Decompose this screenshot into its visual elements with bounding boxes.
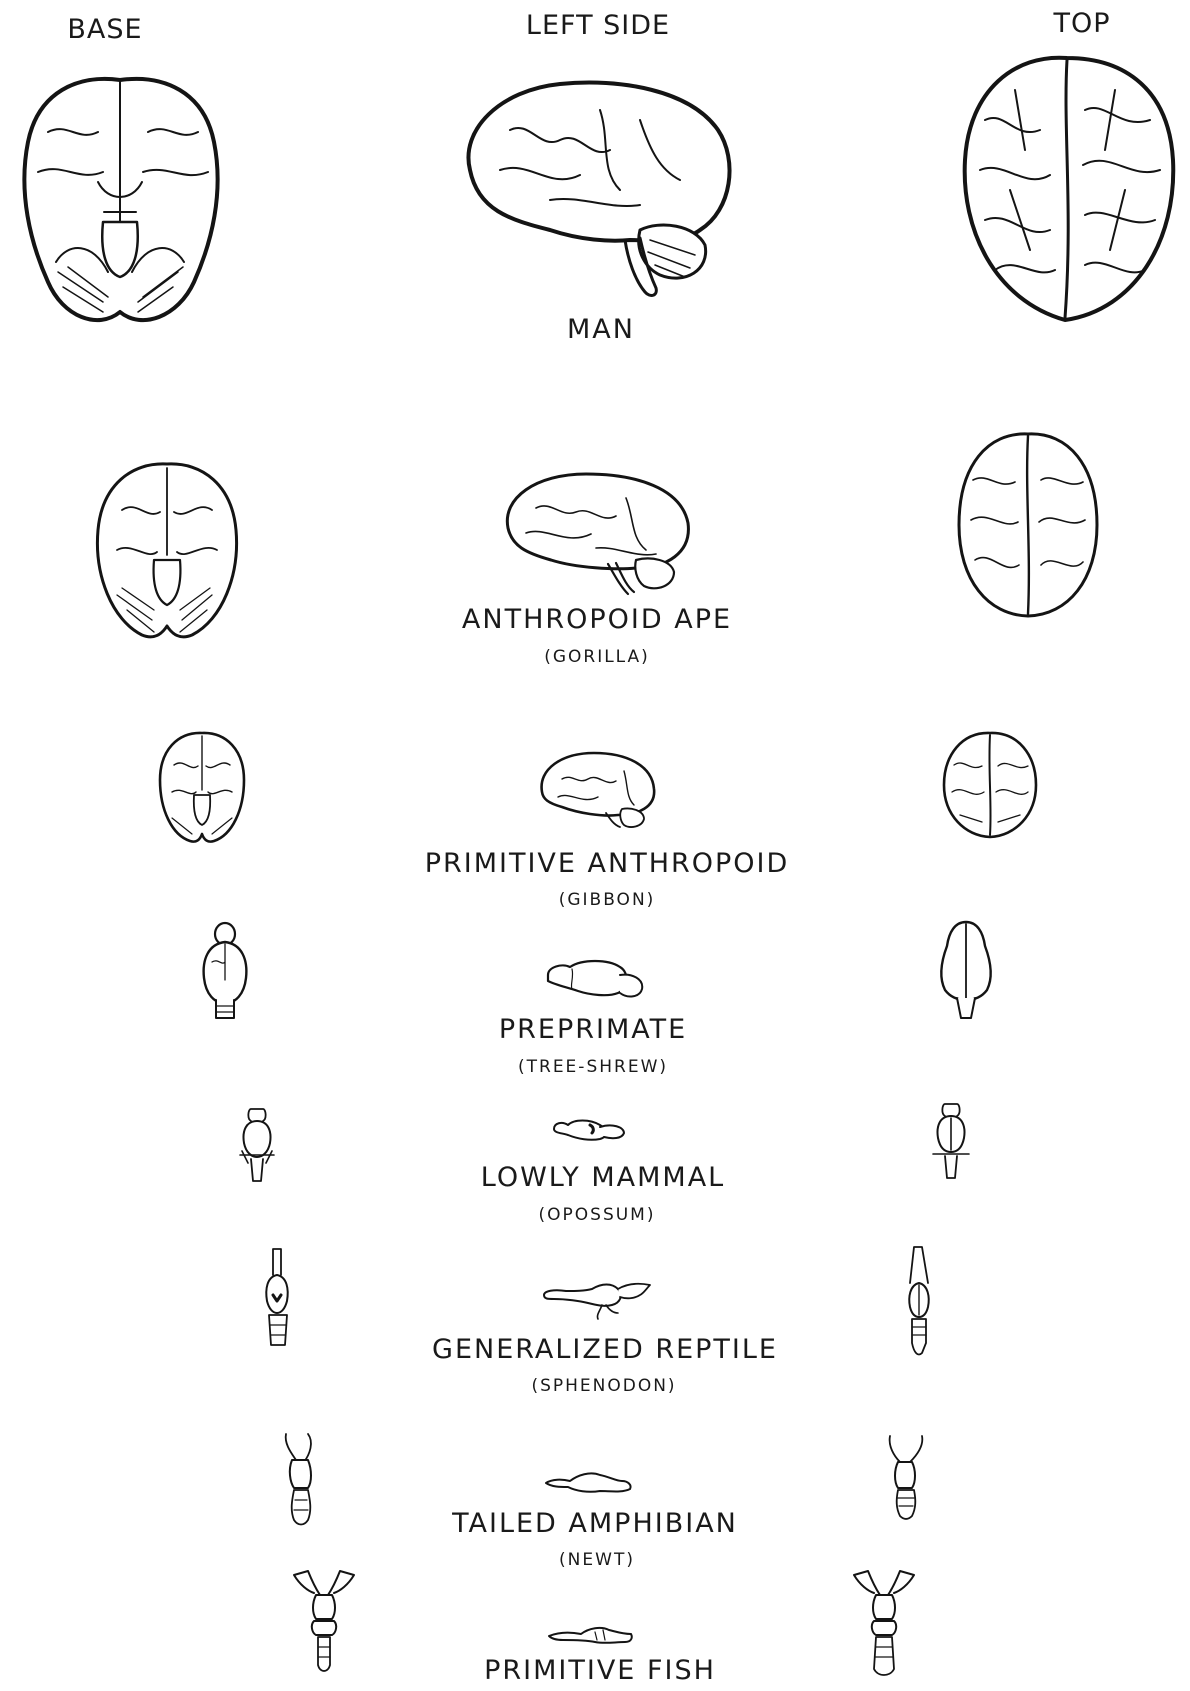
brain-top-view-icon [925, 1100, 977, 1182]
brain-side-view-icon [542, 955, 650, 1005]
species-label-primitive-fish: PRIMITIVE FISH [484, 1655, 716, 1686]
species-label-primitive-anthropoid: PRIMITIVE ANTHROPOID [425, 848, 790, 879]
brain-top-view-icon [955, 50, 1185, 330]
brain-base-view-icon [259, 1245, 299, 1353]
brain-side-view-icon [540, 1275, 664, 1323]
species-label-lowly-mammal: LOWLY MAMMAL [481, 1162, 725, 1193]
brain-top-view-icon [898, 1243, 940, 1363]
brain-base-view-icon [234, 1105, 280, 1185]
brain-base-view-icon [8, 72, 238, 332]
brain-base-view-icon [156, 730, 248, 845]
brain-side-view-icon [450, 70, 740, 300]
brain-base-view-icon [278, 1430, 328, 1530]
brain-top-view-icon [850, 1565, 918, 1681]
brain-side-view-icon [534, 747, 659, 832]
brain-side-view-icon [550, 1115, 630, 1145]
brain-top-view-icon [935, 918, 997, 1026]
species-example-gibbon: (GIBBON) [559, 890, 656, 910]
species-example-opossum: (OPOSSUM) [539, 1205, 656, 1225]
species-label-tailed-amphibian: TAILED AMPHIBIAN [452, 1508, 738, 1539]
brain-top-view-icon [880, 1432, 932, 1524]
species-label-preprimate: PREPRIMATE [499, 1014, 687, 1045]
brain-top-view-icon [953, 430, 1103, 620]
brain-base-view-icon [198, 920, 252, 1025]
column-header-left-side: LEFT SIDE [526, 10, 670, 41]
brain-base-view-icon [92, 460, 242, 640]
column-header-top: TOP [1053, 8, 1110, 39]
species-example-sphenodon: (SPHENODON) [531, 1376, 676, 1396]
species-example-gorilla: (GORILLA) [544, 647, 650, 667]
brain-top-view-icon [940, 730, 1040, 840]
species-example-newt: (NEWT) [559, 1550, 635, 1570]
species-label-generalized-reptile: GENERALIZED REPTILE [432, 1334, 778, 1365]
brain-base-view-icon [290, 1565, 358, 1677]
brain-side-view-icon [496, 468, 696, 598]
brain-side-view-icon [545, 1620, 637, 1650]
species-example-tree-shrew: (TREE-SHREW) [518, 1057, 668, 1077]
column-header-base: BASE [67, 14, 142, 45]
species-label-man: MAN [567, 314, 635, 345]
brain-side-view-icon [542, 1465, 638, 1501]
species-label-anthropoid-ape: ANTHROPOID APE [462, 604, 732, 635]
